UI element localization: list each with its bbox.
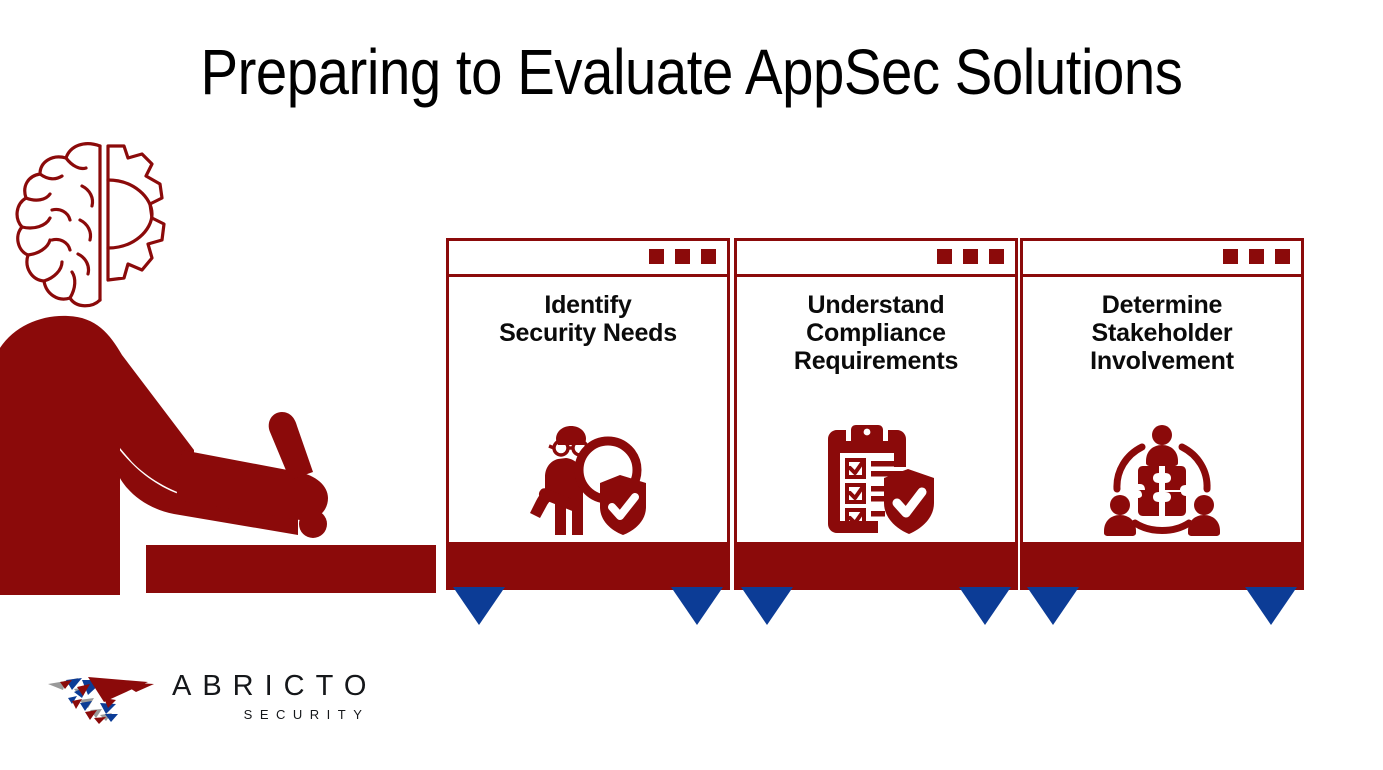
- card-titlebar: [737, 241, 1015, 277]
- card-footer-bar: [734, 542, 1018, 590]
- page-title: Preparing to Evaluate AppSec Solutions: [200, 36, 1183, 108]
- person-at-desk-silhouette: [0, 315, 436, 595]
- people-puzzle-collaboration-icon: [1104, 425, 1220, 536]
- card-body: Determine Stakeholder Involvement: [1023, 277, 1301, 547]
- logo-text: ABRICTO SECURITY: [172, 669, 378, 722]
- card-leg-right: [959, 587, 1011, 625]
- logo-wordmark: ABRICTO: [172, 669, 378, 702]
- window-dot-icon: [701, 249, 716, 264]
- window-dots: [649, 249, 716, 264]
- card-leg-left: [741, 587, 793, 625]
- abricto-raptor-logo-mark: [48, 677, 154, 724]
- card-determine-stakeholder-involvement[interactable]: Determine Stakeholder Involvement: [1020, 238, 1304, 625]
- person-magnifying-glass-shield-icon: [530, 426, 646, 535]
- card-understand-compliance-requirements[interactable]: Understand Compliance Requirements: [734, 238, 1018, 625]
- window-dot-icon: [675, 249, 690, 264]
- window-dots: [1223, 249, 1290, 264]
- card-heading: Understand Compliance Requirements: [793, 291, 959, 375]
- card-leg-right: [671, 587, 723, 625]
- card-heading: Identify Security Needs: [499, 291, 677, 347]
- logo-tagline: SECURITY: [243, 706, 370, 722]
- card-leg-left: [453, 587, 505, 625]
- window-dot-icon: [989, 249, 1004, 264]
- card-titlebar: [449, 241, 727, 277]
- brain-gear-icon: [15, 142, 166, 308]
- window-dot-icon: [963, 249, 978, 264]
- abricto-security-logo: ABRICTO SECURITY: [44, 668, 377, 724]
- card-body: Identify Security Needs: [449, 277, 727, 547]
- window-dot-icon: [1275, 249, 1290, 264]
- window-dot-icon: [649, 249, 664, 264]
- card-heading: Determine Stakeholder Involvement: [1090, 291, 1234, 375]
- window-dot-icon: [1223, 249, 1238, 264]
- card-identify-security-needs[interactable]: Identify Security Needs: [446, 238, 730, 625]
- window-dots: [937, 249, 1004, 264]
- card-titlebar: [1023, 241, 1301, 277]
- card-leg-left: [1027, 587, 1079, 625]
- window-dot-icon: [1249, 249, 1264, 264]
- window-dot-icon: [937, 249, 952, 264]
- card-footer-bar: [446, 542, 730, 590]
- card-body: Understand Compliance Requirements: [737, 277, 1015, 547]
- clipboard-checklist-shield-icon: [828, 425, 934, 534]
- card-leg-right: [1245, 587, 1297, 625]
- card-footer-bar: [1020, 542, 1304, 590]
